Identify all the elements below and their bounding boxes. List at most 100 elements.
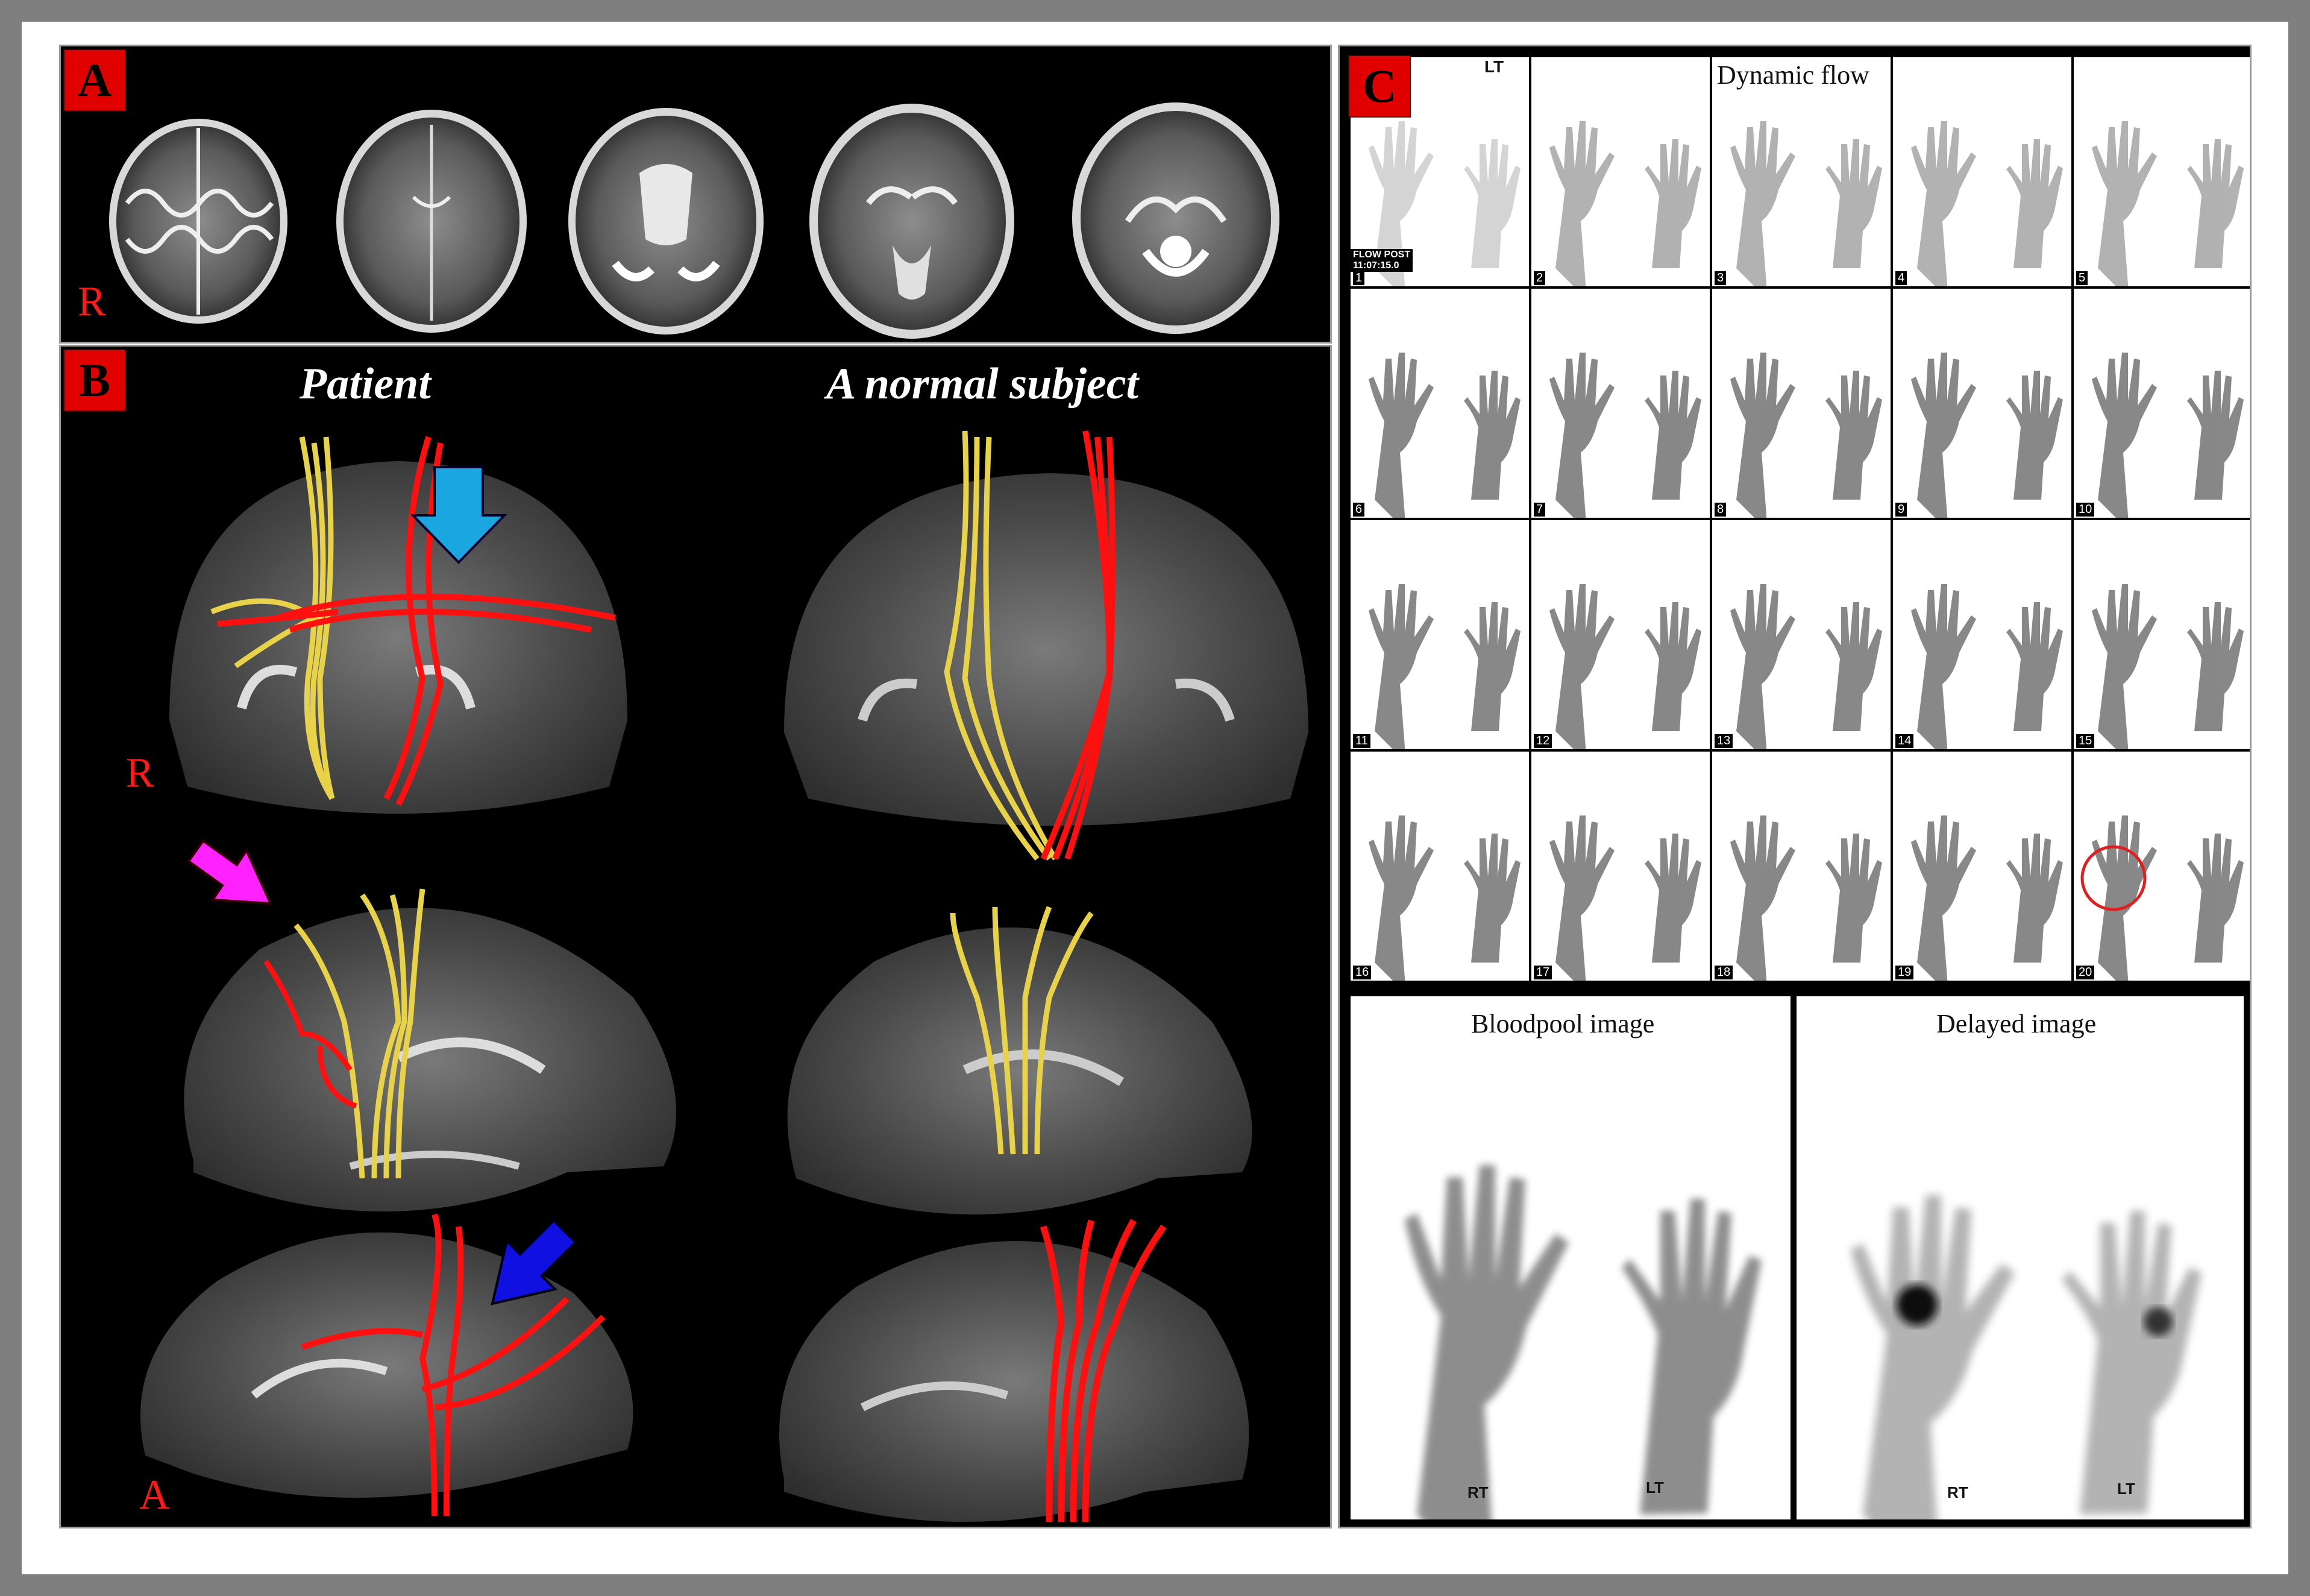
frame-number: 19 [1895, 966, 1914, 979]
frame-number: 3 [1715, 271, 1727, 285]
flow-frame-15: 15 [2074, 520, 2250, 749]
frame-number: 10 [2076, 503, 2095, 517]
hot-spot-left-wrist [2144, 1307, 2173, 1336]
bloodpool-lt-label: LT [1646, 1478, 1664, 1497]
panel-a-letter: A [63, 49, 126, 112]
frame-number: 5 [2076, 271, 2088, 285]
lt-label-frame-1: LT [1484, 57, 1504, 76]
flow-frame-18: 18 [1712, 752, 1891, 981]
bloodpool-title: Bloodpool image [1471, 1009, 1655, 1038]
tractography-images [140, 430, 1308, 1522]
frame-number: 4 [1895, 271, 1907, 285]
patient-title: Patient [300, 359, 431, 409]
panel-a: A R [59, 45, 1332, 344]
normal-coronal-image [784, 430, 1308, 861]
flow-frame-10: 10 [2074, 289, 2250, 518]
frame-number: 18 [1715, 966, 1733, 979]
axial-slice-3 [568, 108, 764, 335]
label-a-bottom: A [139, 1472, 170, 1518]
flow-frame-11: 11 [1351, 520, 1529, 749]
normal-subject-title: A normal subject [826, 359, 1139, 409]
frame-number: 6 [1353, 503, 1365, 517]
flow-frame-hands [2092, 121, 2244, 286]
flow-post-line-1: FLOW POST [1353, 250, 1411, 260]
hot-spot-right-wrist [1897, 1284, 1938, 1325]
patient-sagittal-image [184, 839, 677, 1211]
flow-frame-14: 14 [1893, 520, 2071, 749]
dynamic-flow-title: Dynamic flow [1717, 60, 1869, 90]
blue-arrow-top [410, 466, 507, 564]
delayed-image-panel: Delayed image RT LT [1797, 996, 2244, 1519]
flow-frame-hands [2092, 584, 2244, 749]
panel-b: B Patient A normal subject R A A [59, 345, 1332, 1528]
flow-post-line-2: 11:07:15.0 [1353, 260, 1399, 271]
label-r: R [126, 750, 154, 796]
frame-number: 16 [1353, 966, 1372, 979]
delayed-hands [1851, 1195, 2202, 1519]
delayed-lt-label: LT [2117, 1480, 2135, 1498]
normal-sagittal-image [787, 906, 1252, 1214]
flow-frame-hands [1549, 121, 1701, 286]
flow-frame-hands [1911, 815, 2063, 981]
frame-number: 9 [1895, 503, 1907, 517]
flow-frame-hands [1911, 584, 2063, 749]
flow-frame-hands [1730, 584, 1882, 749]
frame-number: 2 [1534, 271, 1546, 285]
flow-post-tag: FLOW POST 11:07:15.0 [1351, 249, 1413, 272]
flow-frame-hands [1730, 353, 1882, 518]
axial-slice-4 [809, 104, 1014, 339]
frame-number: 11 [1353, 734, 1370, 748]
panel-c-letter: C [1348, 55, 1411, 118]
patient-sagittal-bottom-image [140, 1213, 633, 1516]
frame-number: 8 [1715, 503, 1727, 517]
flow-frame-6: 6 [1351, 289, 1529, 518]
red-circle-marker [2080, 845, 2147, 911]
bloodpool-rt-label: RT [1467, 1483, 1489, 1501]
bloodpool-hands [1405, 1165, 1762, 1519]
delayed-rt-label: RT [1947, 1483, 1968, 1501]
flow-frame-hands [1911, 121, 2063, 286]
bloodpool-image-panel: Bloodpool image RT LT [1351, 996, 1791, 1519]
patient-coronal-image [169, 436, 627, 814]
delayed-title: Delayed image [1936, 1009, 2097, 1038]
flow-frame-17: 17 [1531, 752, 1710, 981]
frame-number: 17 [1534, 966, 1552, 979]
flow-frame-hands [1549, 353, 1701, 518]
flow-frame-16: 16 [1351, 752, 1529, 981]
frame-number: 12 [1534, 734, 1552, 748]
flow-frame-hands [2092, 353, 2244, 518]
flow-frame-hands [1369, 815, 1521, 981]
axial-mri-row [109, 102, 1279, 339]
flow-frame-4: 4 [1893, 57, 2071, 286]
flow-frame-19: 19 [1893, 752, 2071, 981]
flow-frame-hands [1369, 121, 1521, 286]
blue-arrow-bottom [491, 1219, 577, 1305]
flow-frame-2: 2 [1531, 57, 1710, 286]
flow-frame-13: 13 [1712, 520, 1891, 749]
flow-frame-hands [2080, 815, 2244, 981]
flow-frame-hands [1549, 584, 1701, 749]
axial-slice-2 [336, 110, 527, 333]
flow-frame-hands [1549, 815, 1701, 981]
frame-number: 15 [2076, 734, 2095, 748]
panel-b-letter: B [63, 349, 126, 412]
flow-frame-5: 5 [2074, 57, 2250, 286]
frame-number: 14 [1895, 734, 1914, 748]
axial-slice-5 [1072, 102, 1279, 334]
flow-frame-20: 20 [2074, 752, 2250, 981]
flow-frame-3: 3 [1712, 57, 1891, 286]
normal-sagittal-bottom-image [779, 1219, 1249, 1522]
flow-frame-hands [1730, 815, 1882, 981]
flow-frame-hands [1369, 584, 1521, 749]
flow-frame-7: 7 [1531, 289, 1710, 518]
flow-frame-9: 9 [1893, 289, 2071, 518]
flow-frame-8: 8 [1712, 289, 1891, 518]
frame-number: 1 [1353, 271, 1365, 285]
frame-number: 7 [1534, 503, 1546, 517]
flow-frame-hands [1730, 121, 1882, 286]
panel-a-r-label: R [78, 278, 106, 325]
axial-slice-1 [109, 119, 287, 324]
flow-frame-hands [1911, 353, 2063, 518]
frame-number: 20 [2076, 966, 2095, 979]
